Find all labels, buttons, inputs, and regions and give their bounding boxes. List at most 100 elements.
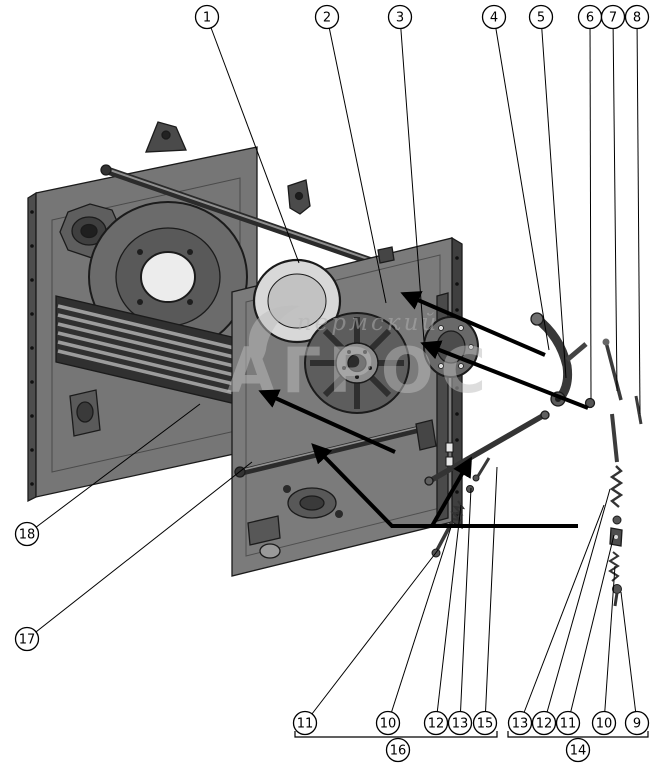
- assembly-direction-arrows: [258, 291, 589, 528]
- spring-link-right: [608, 413, 624, 607]
- callout-12: 12: [423, 710, 449, 736]
- callout-circle: [14, 626, 40, 652]
- callout-label: 10: [380, 717, 397, 732]
- callout-circle: [624, 710, 650, 736]
- callout-circle: [565, 737, 591, 763]
- callout-label: 9: [633, 717, 641, 732]
- direction-arrow: [430, 456, 472, 527]
- top-bracket: [145, 121, 187, 153]
- callout-15: 15: [472, 710, 498, 736]
- leader-line: [399, 16, 425, 342]
- pull-rod: [424, 410, 550, 486]
- leader-line: [26, 461, 253, 640]
- direction-arrow: [258, 389, 396, 454]
- callout-circle: [447, 710, 473, 736]
- callout-12: 12: [531, 710, 557, 736]
- leader-line: [543, 488, 611, 724]
- callout-circle: [14, 521, 40, 547]
- callout-8: 8: [624, 4, 650, 30]
- callout-16: 16: [385, 737, 411, 763]
- callout-18: 18: [14, 521, 40, 547]
- leader-line: [519, 504, 605, 724]
- callout-label: 11: [560, 717, 577, 732]
- callout-circle: [600, 4, 626, 30]
- callout-label: 3: [396, 11, 404, 26]
- leader-line: [387, 523, 453, 724]
- callout-label: 15: [477, 717, 494, 732]
- callout-7: 7: [600, 4, 626, 30]
- callout-5: 5: [528, 4, 554, 30]
- drive-shaft: [100, 164, 404, 276]
- callout-label: 10: [596, 717, 613, 732]
- callout-circle: [292, 710, 318, 736]
- callout-14: 14: [565, 737, 591, 763]
- panel-edge-bolts: [30, 210, 34, 486]
- leader-line: [589, 16, 592, 400]
- fan-rotor: [304, 312, 410, 414]
- callout-circle: [528, 4, 554, 30]
- callout-label: 13: [452, 717, 469, 732]
- watermark-leaf-logo: [248, 305, 300, 364]
- callout-label: 2: [323, 11, 331, 26]
- group-bracket: [294, 731, 498, 738]
- leader-line: [459, 487, 472, 724]
- callout-circle: [555, 710, 581, 736]
- callout-13: 13: [447, 710, 473, 736]
- callout-circle: [387, 4, 413, 30]
- callout-label: 17: [19, 633, 36, 648]
- callout-17: 17: [14, 626, 40, 652]
- front-panel: [231, 236, 479, 577]
- callout-10: 10: [591, 710, 617, 736]
- rear-side-panel: [27, 146, 258, 503]
- callout-label: 6: [586, 11, 594, 26]
- callout-circle: [194, 4, 220, 30]
- leader-line: [26, 403, 201, 535]
- leader-lines: [26, 16, 649, 738]
- callout-label: 4: [490, 11, 498, 26]
- callout-9: 9: [624, 710, 650, 736]
- watermark-text-small: пермский: [297, 310, 439, 336]
- callout-4: 4: [481, 4, 507, 30]
- callout-label: 16: [390, 744, 407, 759]
- callout-2: 2: [314, 4, 340, 30]
- callout-circle: [531, 710, 557, 736]
- callout-13: 13: [507, 710, 533, 736]
- direction-arrow: [311, 443, 578, 528]
- callout-circle: [385, 737, 411, 763]
- direction-arrow: [420, 340, 589, 410]
- callout-circle: [423, 710, 449, 736]
- louver-grille: [55, 295, 237, 405]
- callout-label: 18: [19, 528, 36, 543]
- leader-line: [567, 534, 615, 724]
- callout-label: 12: [428, 717, 445, 732]
- callout-label: 11: [297, 717, 314, 732]
- callout-3: 3: [387, 4, 413, 30]
- callout-circle: [624, 4, 650, 30]
- leader-line: [326, 16, 387, 304]
- callout-circle: [314, 4, 340, 30]
- callout-label: 8: [633, 11, 641, 26]
- leader-line: [484, 466, 498, 724]
- callout-circle: [507, 710, 533, 736]
- callout-10: 10: [375, 710, 401, 736]
- leader-line: [206, 16, 300, 264]
- leader-line: [612, 16, 618, 392]
- callout-label: 7: [609, 11, 617, 26]
- leader-line: [493, 16, 550, 351]
- machine-assembly-drawing: [27, 121, 643, 607]
- leader-line: [620, 591, 638, 724]
- callout-6: 6: [577, 4, 603, 30]
- callout-1: 1: [194, 4, 220, 30]
- leader-line: [304, 549, 439, 724]
- callout-circle: [481, 4, 507, 30]
- callout-label: 12: [536, 717, 553, 732]
- callout-label: 14: [570, 744, 587, 759]
- callout-circle: [591, 710, 617, 736]
- callout-11: 11: [555, 710, 581, 736]
- callout-11: 11: [292, 710, 318, 736]
- direction-arrow: [400, 291, 546, 357]
- callout-label: 5: [537, 11, 545, 26]
